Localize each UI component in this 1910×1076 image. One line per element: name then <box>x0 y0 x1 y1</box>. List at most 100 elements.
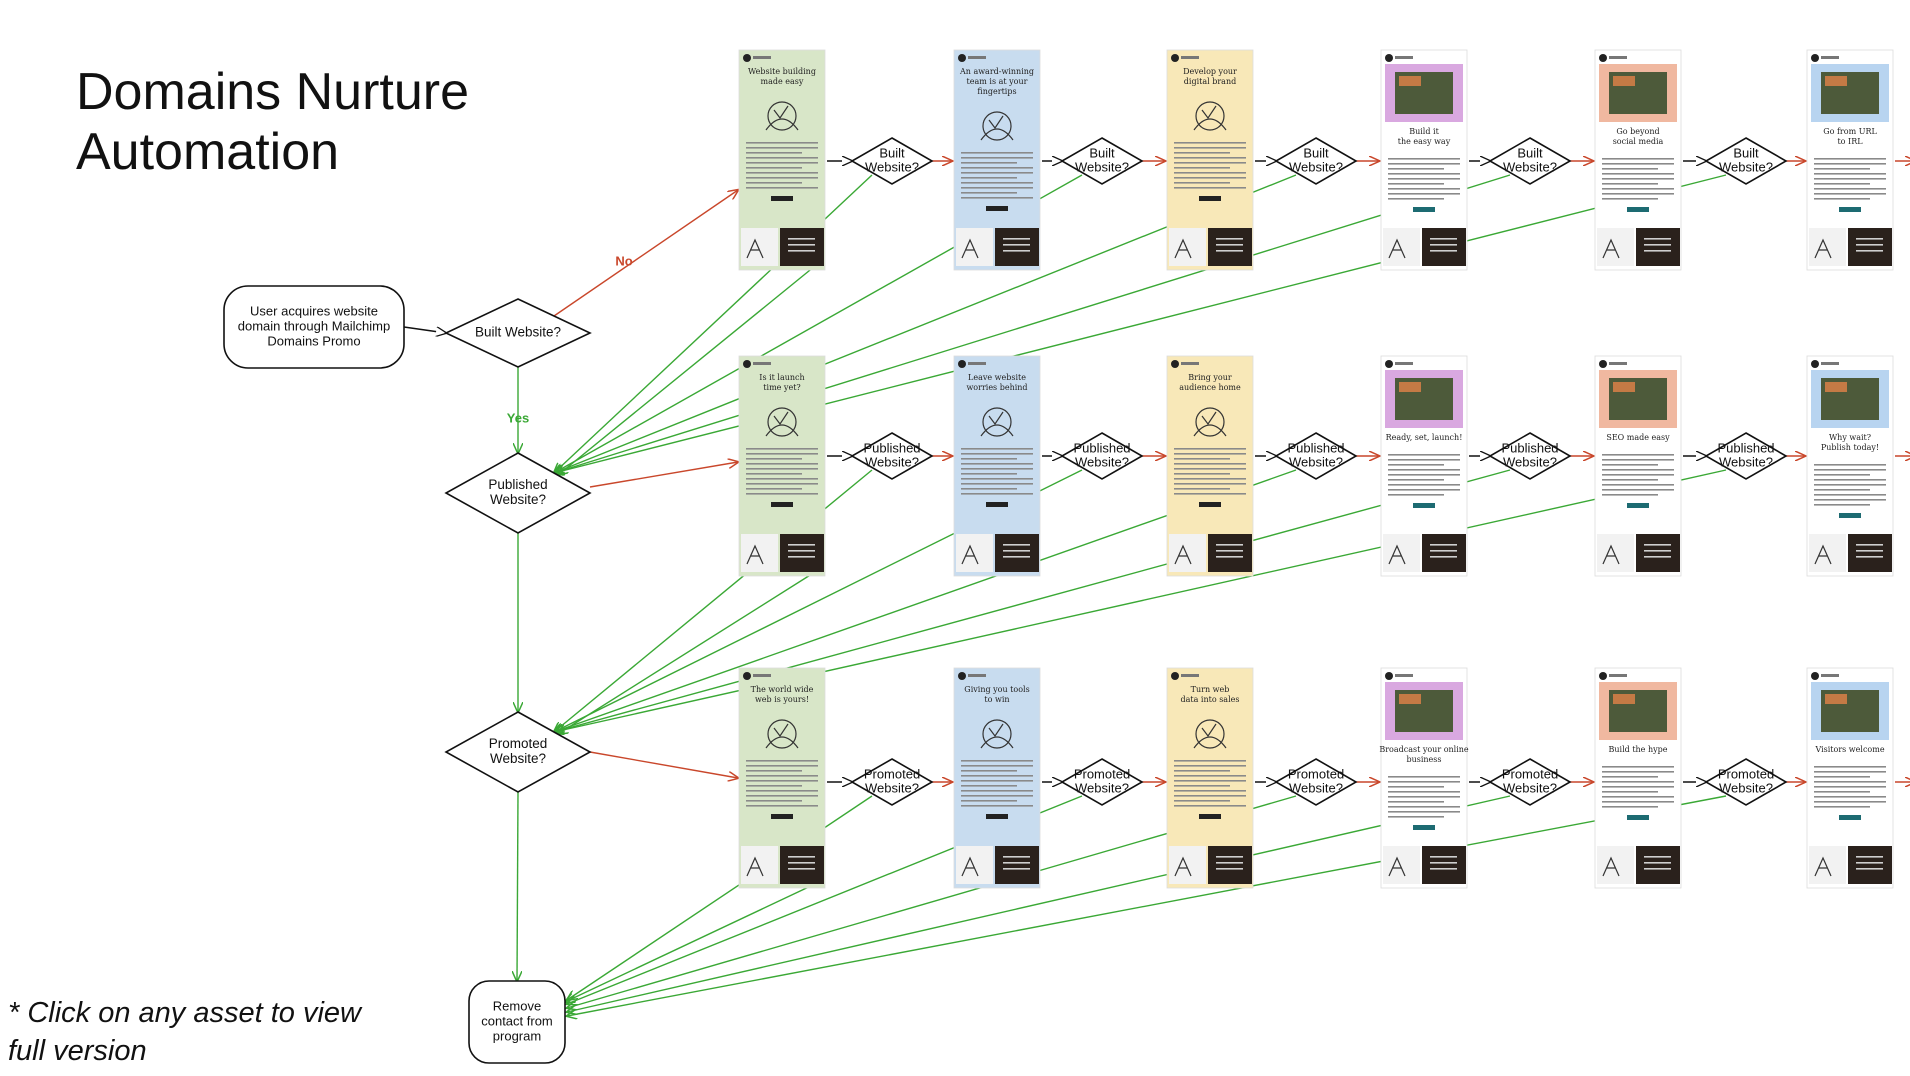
email-title-line-1: Develop your <box>1183 67 1237 76</box>
email-footer-illustration-icon <box>1169 846 1206 884</box>
email-cta-button <box>986 814 1008 819</box>
email-cta-button <box>1839 207 1861 212</box>
email-title-line-1: Website building <box>748 67 816 76</box>
photo-detail <box>1399 694 1421 704</box>
decision-row2-2-shape <box>1060 432 1144 480</box>
email-title-line-2: business <box>1406 755 1441 764</box>
footer-sketch-icon <box>961 238 979 259</box>
email-illustration-icon <box>980 407 1014 437</box>
email-footer-illustration-icon <box>1597 228 1634 266</box>
email-card-r2-c6[interactable]: Why wait?Publish today! <box>1806 355 1894 577</box>
email-footer-illustration-icon <box>1169 534 1206 572</box>
email-cta-button <box>771 502 793 507</box>
mailchimp-logo-icon <box>1599 360 1607 368</box>
decision-row1-5-line-2: Website? <box>1719 159 1773 174</box>
email-cta-button <box>986 502 1008 507</box>
email-illustration-icon <box>980 719 1014 749</box>
edge-published-no <box>589 462 738 488</box>
email-body-text <box>1388 158 1460 200</box>
email-cta-button <box>1199 196 1221 201</box>
email-card-r2-c5[interactable]: SEO made easy <box>1594 355 1682 577</box>
decision-row3-4-line-2: Website? <box>1503 780 1557 795</box>
logo-wordmark <box>1181 56 1199 59</box>
decision-row2-1-line-2: Website? <box>865 454 919 469</box>
edge-row1-decision5-yes <box>554 174 1727 473</box>
email-title-line-2: worries behind <box>966 383 1027 392</box>
email-footer-dark-panel <box>1636 534 1680 572</box>
logo-wordmark <box>1609 56 1627 59</box>
email-footer-dark-panel <box>1848 228 1892 266</box>
email-body-text <box>1174 760 1246 807</box>
start-node-line-3: Domains Promo <box>267 333 360 348</box>
email-card-r3-c6[interactable]: Visitors welcome <box>1806 667 1894 889</box>
decision-row2-5-line-1: Published <box>1717 440 1774 455</box>
email-title: Build the hype <box>1609 745 1668 754</box>
decision-row3-2-line-1: Promoted <box>1074 766 1130 781</box>
email-footer-dark-panel <box>1636 846 1680 884</box>
decision-row3-5-line-2: Website? <box>1719 780 1773 795</box>
decision-row1-2-line-1: Built <box>1089 145 1115 160</box>
decision-row1-2-line-2: Website? <box>1075 159 1129 174</box>
footnote: * Click on any asset to view full versio… <box>8 997 361 1067</box>
decision-row2-4-line-2: Website? <box>1503 454 1557 469</box>
email-cta-button <box>1413 207 1435 212</box>
decision-row3-1-line-2: Website? <box>865 780 919 795</box>
email-title-line-1: Broadcast your online <box>1379 745 1469 754</box>
email-cta-button <box>1627 815 1649 820</box>
decision-promoted-website-line-1: Promoted <box>489 736 548 751</box>
email-title: SEO made easy <box>1606 433 1670 442</box>
email-cta-button <box>986 206 1008 211</box>
logo-wordmark <box>1821 674 1839 677</box>
email-title-line-1: The world wide <box>751 685 814 694</box>
email-title-line-1: Giving you tools <box>964 685 1029 694</box>
email-title-line-1: Bring your <box>1188 373 1232 382</box>
decision-row2-4-shape <box>1488 432 1572 480</box>
email-title-line-2: to IRL <box>1837 137 1863 146</box>
email-footer-illustration-icon <box>741 534 778 572</box>
email-footer-illustration-icon <box>1383 846 1420 884</box>
email-title-line-2: web is yours! <box>755 695 809 704</box>
footer-sketch-icon <box>746 856 764 877</box>
decision-row3-4-line-1: Promoted <box>1502 766 1558 781</box>
decision-row1-1-line-1: Built <box>879 145 905 160</box>
logo-wordmark <box>968 674 986 677</box>
logo-wordmark <box>1181 674 1199 677</box>
mailchimp-logo-icon <box>743 672 751 680</box>
decision-row3-1-shape <box>850 758 934 806</box>
logo-wordmark <box>1821 362 1839 365</box>
edge-row2-card1-yes <box>558 571 816 734</box>
email-card-r3-c5[interactable]: Build the hype <box>1594 667 1682 889</box>
email-footer-dark-panel <box>780 846 824 884</box>
email-title-line-2: audience home <box>1179 383 1241 392</box>
email-footer-dark-panel <box>995 534 1039 572</box>
photo-detail <box>1613 76 1635 86</box>
logo-wordmark <box>1821 56 1839 59</box>
email-illustration-icon <box>1193 719 1227 749</box>
decision-row1-3-line-2: Website? <box>1289 159 1343 174</box>
email-card-r2-c4[interactable]: Ready, set, launch! <box>1380 355 1468 577</box>
decision-published-website-line-1: Published <box>488 477 547 492</box>
decision-row3-3-line-1: Promoted <box>1288 766 1344 781</box>
email-title: Visitors welcome <box>1814 745 1884 754</box>
